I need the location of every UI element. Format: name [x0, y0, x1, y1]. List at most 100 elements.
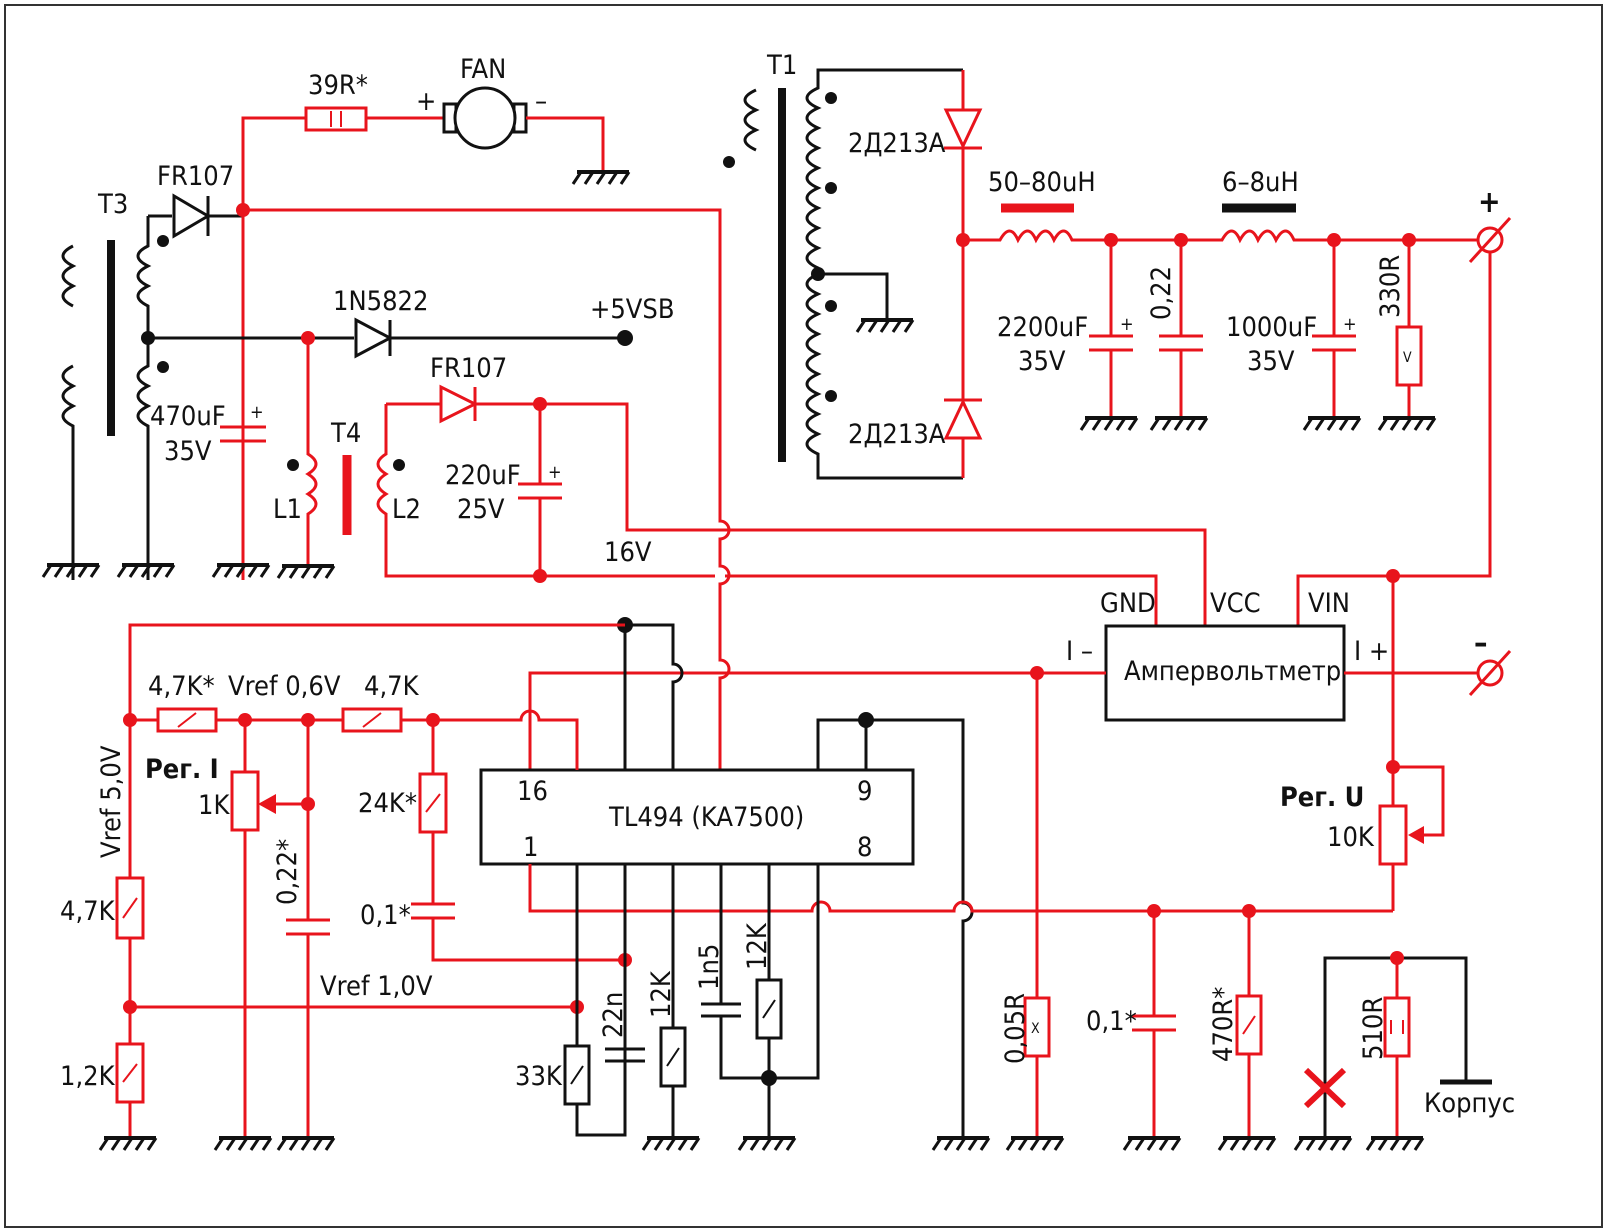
resistor-39r — [304, 106, 368, 132]
r47k-v-label: 4,7K — [60, 896, 116, 927]
v16-label: 16V — [604, 537, 652, 568]
diode-1n5822 — [354, 317, 394, 359]
r330-label: 330R — [1375, 255, 1406, 318]
diode-fr107-top — [172, 193, 211, 239]
r12k-v-label: 1,2K — [60, 1061, 116, 1092]
korpus-label: Корпус — [1424, 1088, 1515, 1119]
r470-label: 470R* — [1208, 987, 1239, 1062]
fan-minus: – — [535, 86, 547, 117]
ground-symbol — [1122, 1136, 1182, 1152]
c470-label: 470uF — [150, 401, 226, 432]
ground-symbol — [213, 1136, 273, 1152]
cross-mark — [1303, 1067, 1347, 1109]
mod-vin-label: VIN — [1308, 588, 1350, 619]
tl494-chip — [479, 768, 915, 866]
pot-10k-label: 10K — [1327, 822, 1375, 853]
ground-symbol — [1302, 416, 1362, 432]
r12k-b-label: 12K — [742, 922, 773, 970]
r33k-label: 33K — [515, 1061, 563, 1092]
plus-label: + — [1478, 185, 1501, 220]
r24k-label: 24K* — [358, 788, 417, 819]
t4-label: T4 — [330, 418, 361, 449]
pot-1k-label: 1K — [198, 790, 230, 821]
ground-symbol — [1079, 416, 1139, 432]
ground-symbol — [737, 1136, 797, 1152]
t1-label: T1 — [766, 50, 797, 81]
ground-symbol — [211, 563, 271, 579]
diode-fr107-mid — [439, 384, 479, 424]
r12k-a-label: 12K — [646, 970, 677, 1018]
outer-frame — [4, 4, 1603, 1228]
r005-label: 0,05R — [1000, 993, 1031, 1064]
pin16-label: 16 — [517, 776, 548, 807]
c1n5-label: 1n5 — [694, 944, 725, 990]
pin8-label: 8 — [857, 832, 872, 863]
fan-plus: + — [416, 86, 436, 117]
d2d213-bot-label: 2Д213А — [848, 419, 946, 450]
svg-text:+: + — [1343, 314, 1357, 335]
resistor-33k — [563, 1044, 591, 1106]
svg-text:+: + — [1120, 314, 1134, 335]
t3-label: T3 — [97, 189, 128, 220]
ground-symbol — [855, 318, 915, 334]
transformer-t1 — [723, 68, 963, 480]
ground-symbol — [276, 564, 336, 580]
c2200-label: 2200uF — [997, 312, 1088, 343]
svg-text:+: + — [250, 402, 264, 423]
resistor-shunt-005r — [1023, 996, 1051, 1058]
ground-symbol — [1149, 416, 1209, 432]
ground-symbol — [1365, 1136, 1425, 1152]
ground-symbol — [1217, 1136, 1277, 1152]
tl494-label: TL494 (KA7500) — [608, 802, 804, 833]
potentiometer-reg-i[interactable] — [230, 770, 260, 832]
c01-star-r-label: 0,1* — [1086, 1006, 1137, 1037]
c470-voltage: 35V — [164, 436, 212, 467]
potentiometer-reg-u[interactable] — [1378, 804, 1408, 866]
pin1-label: 1 — [523, 832, 538, 863]
ground-symbol — [641, 1136, 701, 1152]
ground-symbol — [41, 563, 101, 579]
r47k-star-label: 4,7K* — [148, 671, 215, 702]
c2200-voltage: 35V — [1018, 346, 1066, 377]
c022-top-label: 0,22 — [1146, 266, 1177, 320]
ground-symbol — [931, 1136, 991, 1152]
d1n5822-label: 1N5822 — [333, 286, 428, 317]
vref10-label: Vref 1,0V — [320, 971, 433, 1002]
fr107-mid-label: FR107 — [430, 353, 507, 384]
mod-i-minus-label: I – — [1066, 636, 1093, 667]
resistor-330r — [1395, 325, 1423, 387]
vref50-label: Vref 5,0V — [96, 745, 127, 858]
c1000-label: 1000uF — [1226, 312, 1317, 343]
mod-gnd-label: GND — [1100, 588, 1156, 619]
fr107-top-label: FR107 — [157, 161, 234, 192]
ground-symbol — [276, 1136, 336, 1152]
c220-voltage: 25V — [457, 494, 505, 525]
diode-2d213-top — [943, 108, 983, 150]
c220-label: 220uF — [445, 460, 521, 491]
resistor-510r — [1383, 996, 1411, 1058]
ground-symbol — [1005, 1136, 1065, 1152]
ground-symbol — [98, 1136, 158, 1152]
l1-label: L1 — [273, 494, 302, 525]
mod-vcc-label: VCC — [1210, 588, 1261, 619]
fan-label: FAN — [460, 54, 506, 85]
c01-star-l-label: 0,1* — [360, 900, 411, 931]
svg-text:+: + — [548, 462, 562, 483]
mod-i-plus-label: I + — [1354, 636, 1389, 667]
c1000-voltage: 35V — [1247, 346, 1295, 377]
vsb-label: +5VSB — [590, 294, 675, 325]
reg-i-label: Рег. I — [145, 754, 219, 785]
reg-u-label: Рег. U — [1280, 782, 1364, 813]
ground-symbol — [1377, 416, 1437, 432]
l2-label: L2 — [392, 494, 421, 525]
r39-label: 39R* — [308, 70, 368, 101]
svg-text:V: V — [1403, 350, 1412, 366]
c022-star-label: 0,22* — [272, 839, 303, 905]
output-minus-terminal[interactable] — [1468, 649, 1512, 697]
l50-80-label: 50–80uH — [988, 167, 1096, 198]
l6-8-label: 6–8uH — [1222, 167, 1299, 198]
resistor-470r — [1235, 994, 1263, 1056]
meter-label: Ампервольтметр — [1124, 656, 1341, 687]
d2d213-top-label: 2Д213А — [848, 128, 946, 159]
